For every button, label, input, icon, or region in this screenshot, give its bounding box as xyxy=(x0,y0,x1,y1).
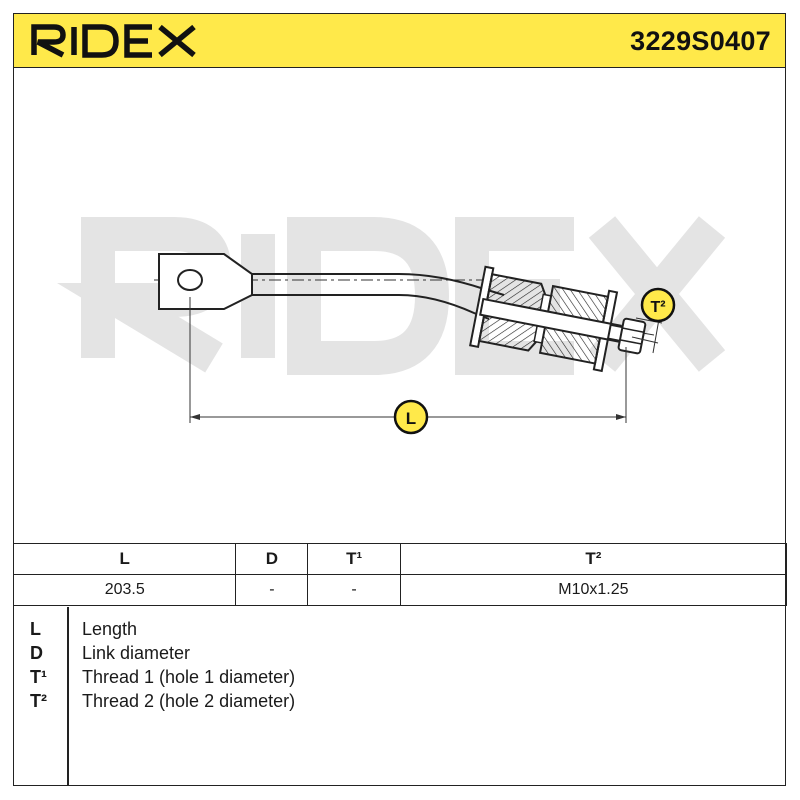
legend-description: Length xyxy=(82,619,138,639)
t2-dimension-line xyxy=(652,318,660,354)
diagram-canvas: T² L xyxy=(56,216,726,435)
part-number: 3229S0407 xyxy=(630,26,771,56)
l-arrow-right xyxy=(616,414,626,420)
legend-description: Thread 1 (hole 1 diameter) xyxy=(82,667,296,687)
ridex-logo xyxy=(31,24,196,58)
legend-item: T² Thread 2 (hole 2 diameter) xyxy=(14,691,785,715)
t2-extension-bottom xyxy=(631,336,659,344)
legend-key: T² xyxy=(30,691,47,711)
legend-item: T¹ Thread 1 (hole 1 diameter) xyxy=(14,667,785,691)
spec-header-t2: T² xyxy=(399,543,788,575)
spec-value-t2: M10x1.25 xyxy=(399,574,788,606)
eye-end xyxy=(158,253,253,310)
product-sheet: 3229S0407 xyxy=(12,13,788,787)
legend-divider xyxy=(67,607,69,785)
l-arrow-left xyxy=(190,414,200,420)
rod-lower xyxy=(252,294,490,320)
legend-key: L xyxy=(30,619,41,639)
legend-description: Link diameter xyxy=(82,643,191,663)
legend-description: Thread 2 (hole 2 diameter) xyxy=(82,691,296,711)
spec-header-l: L xyxy=(12,543,237,575)
spec-table: L D T¹ T² 203.5 - - M10x1.25 xyxy=(12,543,788,606)
spec-table-header-row: L D T¹ T² xyxy=(12,543,788,575)
spec-table-value-row: 203.5 - - M10x1.25 xyxy=(12,574,788,606)
bushing-assembly xyxy=(469,265,647,373)
legend: L Length D Link diameter T¹ Thread 1 (ho… xyxy=(14,607,785,787)
l-callout-label: L xyxy=(406,409,416,428)
spec-value-t1: - xyxy=(307,574,401,606)
legend-key: T¹ xyxy=(30,667,47,687)
spec-value-l: 203.5 xyxy=(12,574,237,606)
technical-drawing: T² L xyxy=(14,67,785,543)
spec-header-d: D xyxy=(235,543,309,575)
header-bar: 3229S0407 xyxy=(14,14,785,68)
legend-item: L Length xyxy=(14,619,785,643)
eye-hole xyxy=(177,269,203,291)
spec-header-t1: T¹ xyxy=(307,543,401,575)
legend-key: D xyxy=(30,643,43,663)
legend-item: D Link diameter xyxy=(14,643,785,667)
l-callout-circle xyxy=(393,399,429,435)
t2-callout-label: T² xyxy=(650,299,665,316)
t2-callout-circle xyxy=(640,287,676,323)
spec-value-d: - xyxy=(235,574,309,606)
